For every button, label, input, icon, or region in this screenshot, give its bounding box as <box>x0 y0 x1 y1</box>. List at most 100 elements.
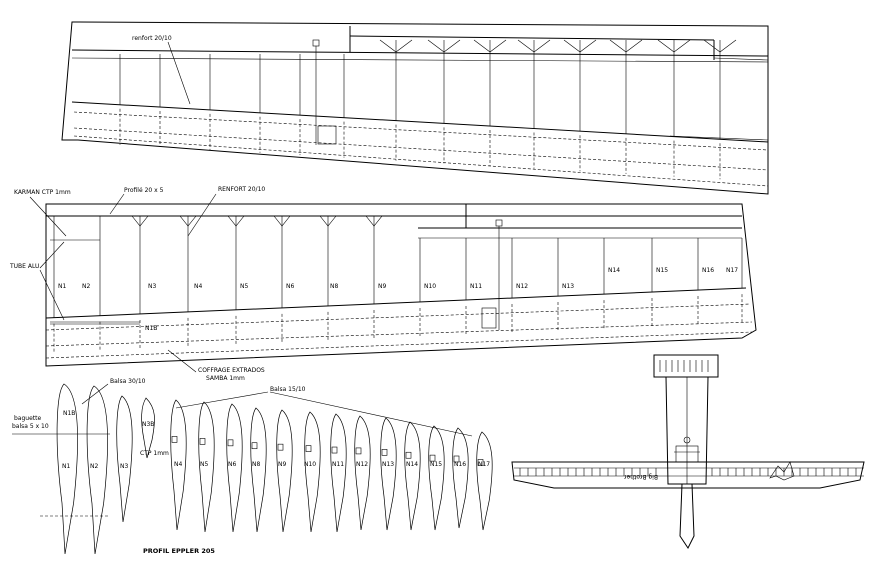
lower-rib-label: N5 <box>240 283 248 290</box>
top-rib-gusset <box>657 39 675 53</box>
rib-profile <box>276 409 293 533</box>
top-rib-gusset <box>489 39 507 53</box>
lower-rib-label: N9 <box>378 283 386 290</box>
rib-profile <box>141 397 155 459</box>
tube-alu-label: TUBE ALU <box>9 263 39 270</box>
rib-profile-label: N3 <box>120 463 128 470</box>
rib-profile-label: N5 <box>200 461 208 468</box>
lower-rib-label: N16 <box>702 267 714 274</box>
top-rib-gusset <box>703 39 721 53</box>
rib-notch <box>429 454 436 462</box>
rib-profile-label: N8 <box>252 461 260 468</box>
lower-rib-label: N11 <box>470 283 482 290</box>
rib-notch <box>227 439 234 447</box>
rib-profile-label: N10 <box>304 461 316 468</box>
lower-rib-label: N4 <box>194 283 202 290</box>
rib-notch <box>277 443 284 451</box>
top-renfort-label: renfort 20/10 <box>132 35 172 42</box>
rib-profile <box>304 411 321 533</box>
coffrage-label-2: SAMBA 1mm <box>206 375 245 382</box>
coffrage-label-1: COFFRAGE EXTRADOS <box>198 367 265 374</box>
balsa-30-label: Balsa 30/10 <box>110 378 146 385</box>
model-top-view: Big Brother <box>511 354 865 549</box>
top-rib-gusset <box>473 39 491 53</box>
rib-profiles: N1 N2 N3 N4 N5 N6 N8 N9 N10 N11 N12 N13 N14 N15 N16 N17… <box>12 378 493 555</box>
top-rib-gusset <box>625 39 643 53</box>
lower-rib-gusset <box>273 215 291 227</box>
rib-notch <box>405 451 412 459</box>
top-rib-gusset <box>673 39 691 53</box>
baguette-label-1: baguette <box>14 415 41 422</box>
model-wing-text: Big Brother <box>624 473 658 480</box>
n3b-rib-label: N3B <box>142 421 154 428</box>
lower-rib-label: N1 <box>58 283 66 290</box>
lower-rib-gusset <box>131 215 149 227</box>
profile-label: Profilé 20 x 5 <box>124 187 164 194</box>
rib-profile <box>428 425 445 531</box>
rib-profile <box>250 407 267 533</box>
rib-profile <box>86 385 108 555</box>
rib-profile <box>198 401 215 533</box>
top-rib-gusset <box>443 39 461 53</box>
rib-profile <box>476 431 493 531</box>
rib-notch <box>199 438 206 445</box>
lower-rib-label: N13 <box>562 283 574 290</box>
top-rib-gusset <box>563 39 581 53</box>
rib-profile-label: N2 <box>90 463 98 470</box>
top-rib-gusset <box>609 39 627 53</box>
lower-rib-gusset <box>179 215 197 227</box>
top-rib-gusset <box>379 39 397 53</box>
lower-rib-label: N15 <box>656 267 668 274</box>
top-rib-gusset <box>533 39 551 53</box>
rib-notch <box>381 449 388 456</box>
rib-profile <box>452 427 469 529</box>
lower-rib-label: N3 <box>148 283 156 290</box>
rib-profile <box>170 399 187 531</box>
rib-notch <box>331 446 338 454</box>
rib-notch <box>305 445 312 452</box>
lower-rib-gusset <box>227 215 245 227</box>
rib-profile-label: N1 <box>62 463 70 470</box>
lower-rib-gusset <box>319 215 337 227</box>
ctp-label: CTP 1mm <box>140 450 169 457</box>
rib-notch <box>477 459 484 466</box>
rib-profile-label: N16 <box>454 461 466 468</box>
rib-profile-label: N9 <box>278 461 286 468</box>
rib-profile-label: N11 <box>332 461 344 468</box>
top-rib-gusset <box>395 39 413 53</box>
rib-profile-label: N6 <box>228 461 236 468</box>
top-rib-gusset <box>517 39 535 53</box>
lower-rib-label: N12 <box>516 283 528 290</box>
rib-profile <box>404 421 421 531</box>
lower-rib-label: N2 <box>82 283 90 290</box>
rib-profile <box>226 403 243 533</box>
rib-profile <box>56 383 78 555</box>
balsa-15-label: Balsa 15/10 <box>270 386 306 393</box>
top-rib-gusset <box>719 39 737 53</box>
lower-rib-label: N8 <box>330 283 338 290</box>
rib-profile <box>380 417 397 531</box>
rib-profile-label: N17 <box>478 461 490 468</box>
rib-profile-label: N14 <box>406 461 418 468</box>
rib-profile-label: N13 <box>382 461 394 468</box>
rib-profile <box>330 413 347 533</box>
n1b-rib-label: N1B <box>63 410 75 417</box>
rib-profile-label: N15 <box>430 461 442 468</box>
lower-rib-gusset <box>365 215 383 227</box>
profile-name-label: PROFIL EPPLER 205 <box>143 547 215 555</box>
lower-rib-label: N6 <box>286 283 294 290</box>
karman-label: KARMAN CTP 1mm <box>14 189 71 196</box>
top-rib-gusset <box>427 39 445 53</box>
rib-notch <box>251 442 258 450</box>
rib-notch <box>171 436 178 443</box>
rib-profile-label: N12 <box>356 461 368 468</box>
rib-profile <box>354 415 371 531</box>
lower-rib-label: N10 <box>424 283 436 290</box>
lower-rib-label: N17 <box>726 267 738 274</box>
rib-profile-label: N4 <box>174 461 182 468</box>
lower-renfort-label: RENFORT 20/10 <box>218 186 265 193</box>
rib-notch <box>453 455 460 463</box>
n1b-lower-label: N1B <box>145 325 157 332</box>
